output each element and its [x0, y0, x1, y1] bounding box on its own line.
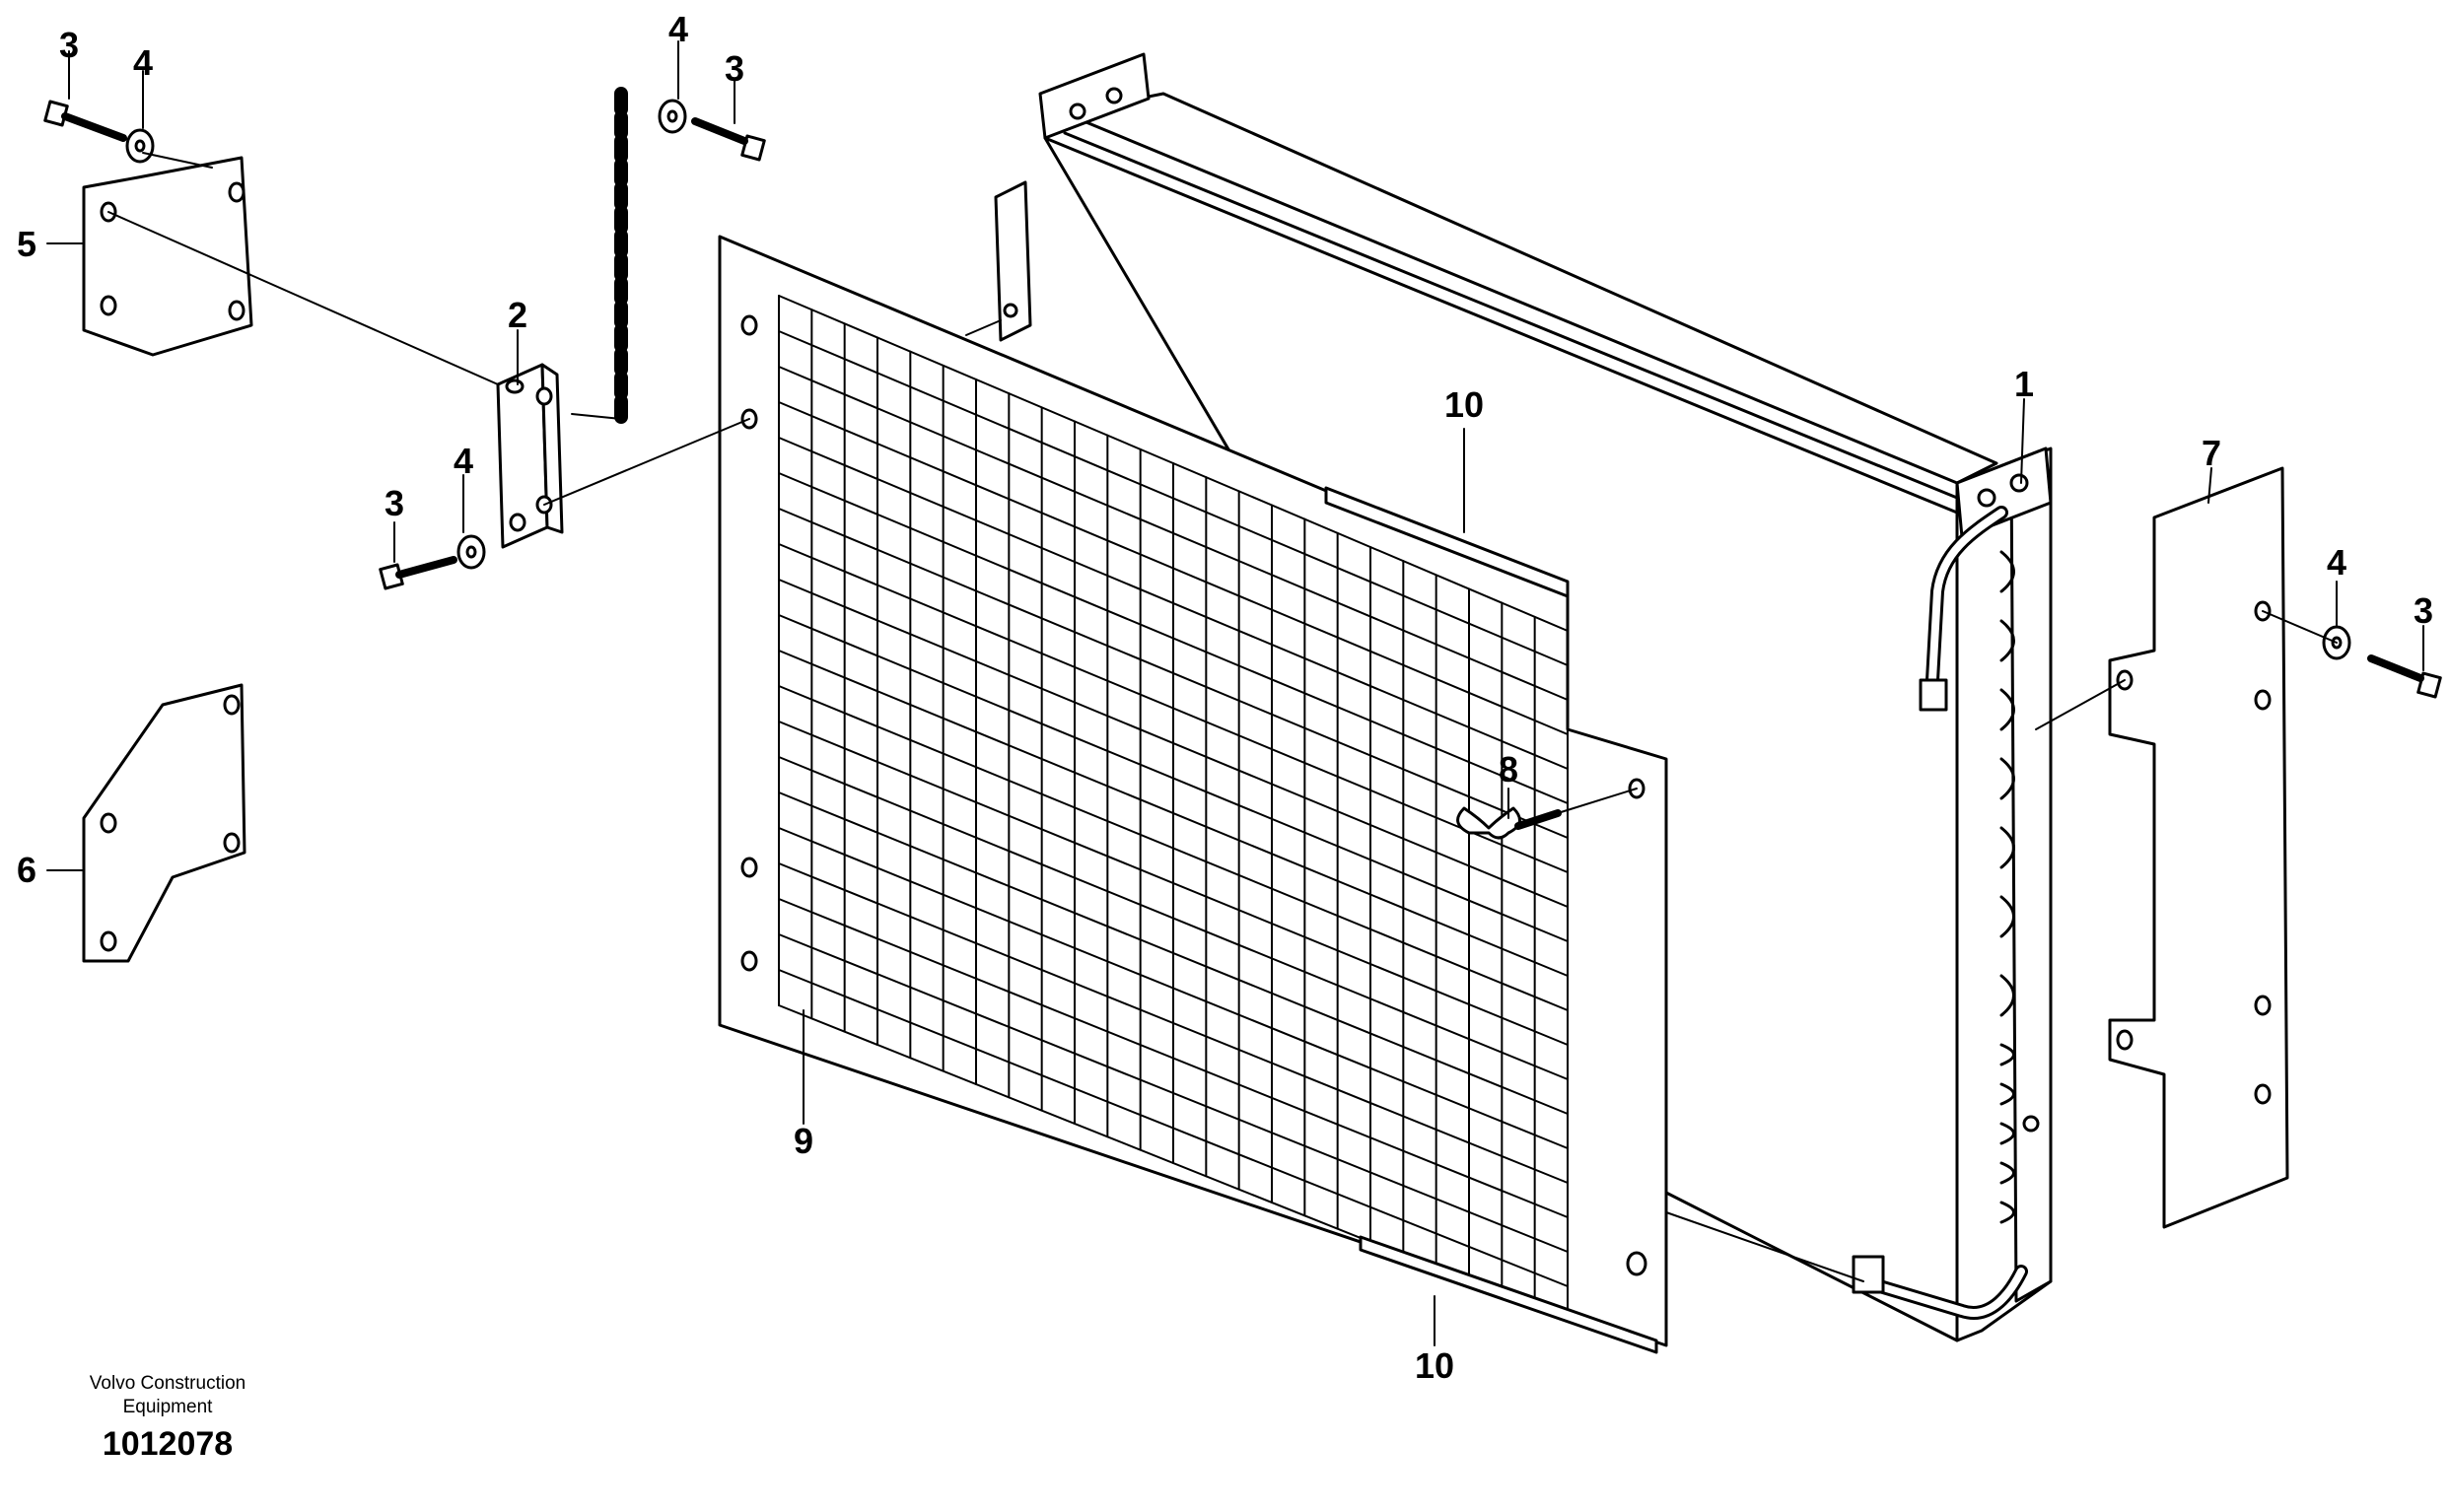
- hinge-bracket-part: [496, 363, 564, 549]
- callout-4: 4: [454, 441, 473, 481]
- mesh-line: [778, 330, 1569, 666]
- callout-3: 3: [385, 483, 404, 523]
- footer-organization: Volvo Construction Equipment: [39, 1372, 296, 1419]
- callout-4: 4: [133, 42, 153, 83]
- mesh-line: [778, 508, 1569, 839]
- wing-screw-part-8: [1456, 806, 1562, 840]
- callout-9: 9: [794, 1121, 813, 1161]
- mesh-line: [778, 579, 1569, 908]
- mesh-line: [778, 827, 1569, 1149]
- grille-mesh: [778, 295, 1569, 1322]
- mesh-line: [778, 295, 1569, 632]
- callout-4: 4: [2327, 542, 2346, 583]
- screw-part-3: [43, 100, 127, 142]
- mesh-line: [778, 472, 1569, 804]
- washer-part-4: [658, 99, 687, 134]
- screw-part-3: [2367, 654, 2442, 699]
- callout-3: 3: [725, 48, 744, 89]
- callout-3: 3: [59, 25, 79, 65]
- mesh-line: [778, 933, 1569, 1253]
- callout-8: 8: [1499, 749, 1518, 790]
- mesh-line: [778, 437, 1569, 770]
- callout-3: 3: [2414, 590, 2433, 631]
- mesh-line: [778, 898, 1569, 1218]
- mesh-line: [778, 791, 1569, 1115]
- washer-part-4: [456, 534, 486, 570]
- footer-org-line-1: Volvo Construction: [89, 1373, 246, 1394]
- leader-lines: [46, 40, 2424, 1346]
- screw-part-3: [379, 556, 457, 590]
- callout-10: 10: [1415, 1345, 1454, 1386]
- mesh-line: [778, 862, 1569, 1184]
- callouts: 1 2 3 3 3 3 4 4 4 4 5 6 7 8 9 10 10: [17, 9, 2433, 1386]
- mesh-line: [778, 685, 1569, 1011]
- screw-part-3: [691, 117, 766, 162]
- callout-2: 2: [508, 295, 527, 335]
- side-panel-part-7: [2108, 466, 2289, 1229]
- washer-part-4: [125, 128, 155, 164]
- drawing-number: 1012078: [102, 1425, 234, 1463]
- footer-org-line-2: Equipment: [122, 1397, 213, 1417]
- mesh-line: [778, 969, 1569, 1287]
- mesh-line: [778, 721, 1569, 1046]
- mesh-line: [778, 650, 1569, 977]
- bracket-plate-part-5: [82, 156, 253, 357]
- mesh-line: [778, 756, 1569, 1080]
- callout-7: 7: [2202, 433, 2221, 473]
- grille-screen-part: [718, 235, 1668, 1354]
- callout-5: 5: [17, 224, 36, 264]
- mesh-line: [778, 614, 1569, 942]
- mesh-line: [778, 366, 1569, 701]
- callout-1: 1: [2014, 364, 2034, 404]
- callout-4: 4: [668, 9, 688, 49]
- callout-6: 6: [17, 850, 36, 890]
- mesh-line: [778, 543, 1569, 873]
- callout-10: 10: [1444, 384, 1484, 425]
- mesh-line: [778, 401, 1569, 735]
- bracket-plate-part-6: [82, 683, 246, 963]
